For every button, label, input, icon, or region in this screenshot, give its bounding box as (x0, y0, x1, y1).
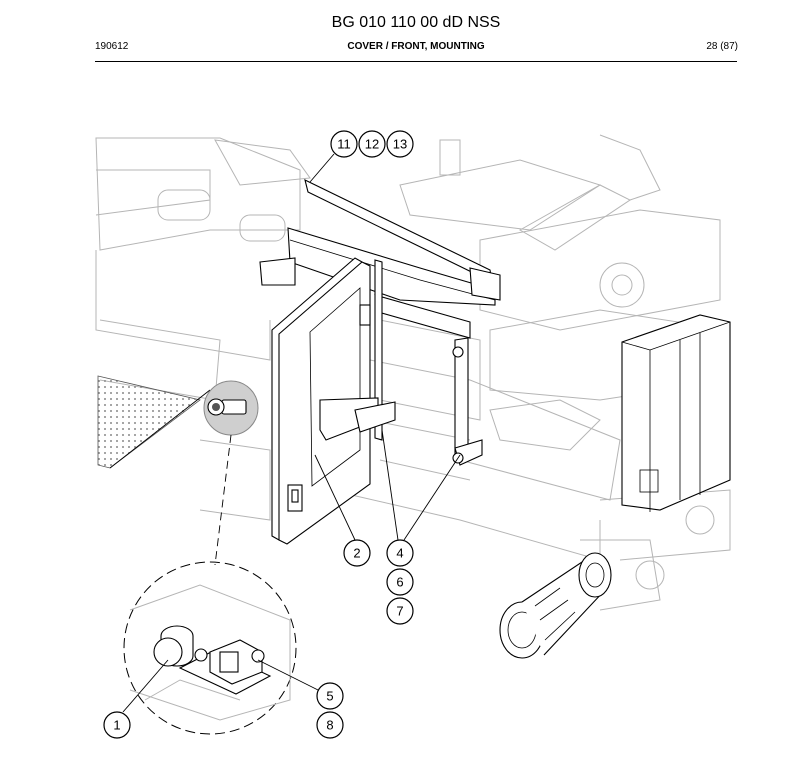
front-cover-door (271, 257, 396, 545)
detail-view (123, 434, 297, 735)
svg-text:8: 8 (326, 718, 333, 733)
document-subtitle: COVER / FRONT, MOUNTING (347, 41, 485, 52)
callout-4: 4 (386, 539, 414, 567)
callout-8: 8 (316, 711, 344, 739)
svg-text:7: 7 (396, 604, 403, 619)
callout-7: 7 (386, 597, 414, 625)
page-number: 28 (87) (706, 41, 738, 52)
callout-13: 13 (386, 130, 414, 158)
svg-text:5: 5 (326, 689, 333, 704)
callout-12: 12 (358, 130, 386, 158)
machine-frame-background (95, 134, 731, 611)
top-rail (259, 178, 501, 306)
latch-highlight (203, 380, 259, 436)
callout-11: 11 (330, 130, 358, 158)
right-housing (621, 314, 731, 512)
svg-text:11: 11 (337, 137, 351, 152)
document-number: 190612 (95, 41, 129, 52)
svg-text:12: 12 (365, 137, 379, 152)
callout-6: 6 (386, 568, 414, 596)
svg-text:4: 4 (396, 546, 403, 561)
header-rule (95, 61, 737, 62)
hinge-frame (374, 259, 483, 466)
walkway-grating (97, 375, 211, 469)
callout-5: 5 (316, 682, 344, 710)
svg-text:1: 1 (113, 718, 120, 733)
callout-1: 1 (103, 711, 131, 739)
leader-lines (122, 153, 461, 713)
callout-2: 2 (343, 539, 371, 567)
svg-text:2: 2 (353, 546, 360, 561)
svg-text:6: 6 (396, 575, 403, 590)
svg-text:13: 13 (393, 137, 407, 152)
document-title: BG 010 110 00 dD NSS (331, 14, 501, 31)
hydraulic-cylinder (499, 552, 612, 659)
